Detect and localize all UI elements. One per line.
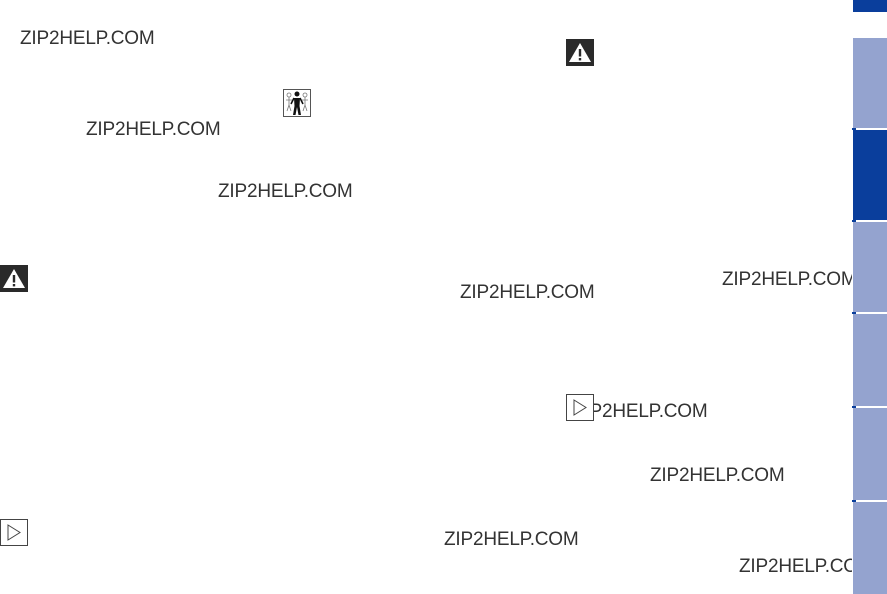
watermark-text: ZIP2HELP.COM [650,465,785,486]
warning-triangle-icon [566,39,594,66]
play-arrow-icon [0,519,28,546]
watermark-text: ZIP2HELP.COM [739,556,874,577]
watermark-text: ZIP2HELP.COM [218,181,353,202]
watermark-text: ZIP2HELP.COM [86,119,221,140]
chapter-tab-2[interactable] [852,38,887,128]
watermark-text: ZIP2HELP.COM [722,269,857,290]
watermark-text: ZIP2HELP.COM [460,282,595,303]
watermark-text: ZIP2HELP.COM [573,401,708,422]
chapter-tab-4[interactable] [852,222,887,312]
watermark-text: ZIP2HELP.COM [20,28,155,49]
tab-marker [852,220,856,222]
play-arrow-icon [566,394,594,421]
chapter-tab-1[interactable] [852,0,887,12]
tab-marker [852,312,856,314]
chapter-tab-7[interactable] [852,502,887,594]
tab-marker [852,128,856,130]
warning-triangle-icon [0,265,28,292]
tab-marker [852,406,856,408]
watermark-text: ZIP2HELP.COM [444,529,579,550]
chapter-tab-6[interactable] [852,408,887,500]
tab-marker [852,500,856,502]
people-group-icon [283,89,311,117]
chapter-tab-3[interactable] [852,130,887,220]
chapter-tab-5[interactable] [852,314,887,406]
chapter-tab-strip [852,0,887,594]
